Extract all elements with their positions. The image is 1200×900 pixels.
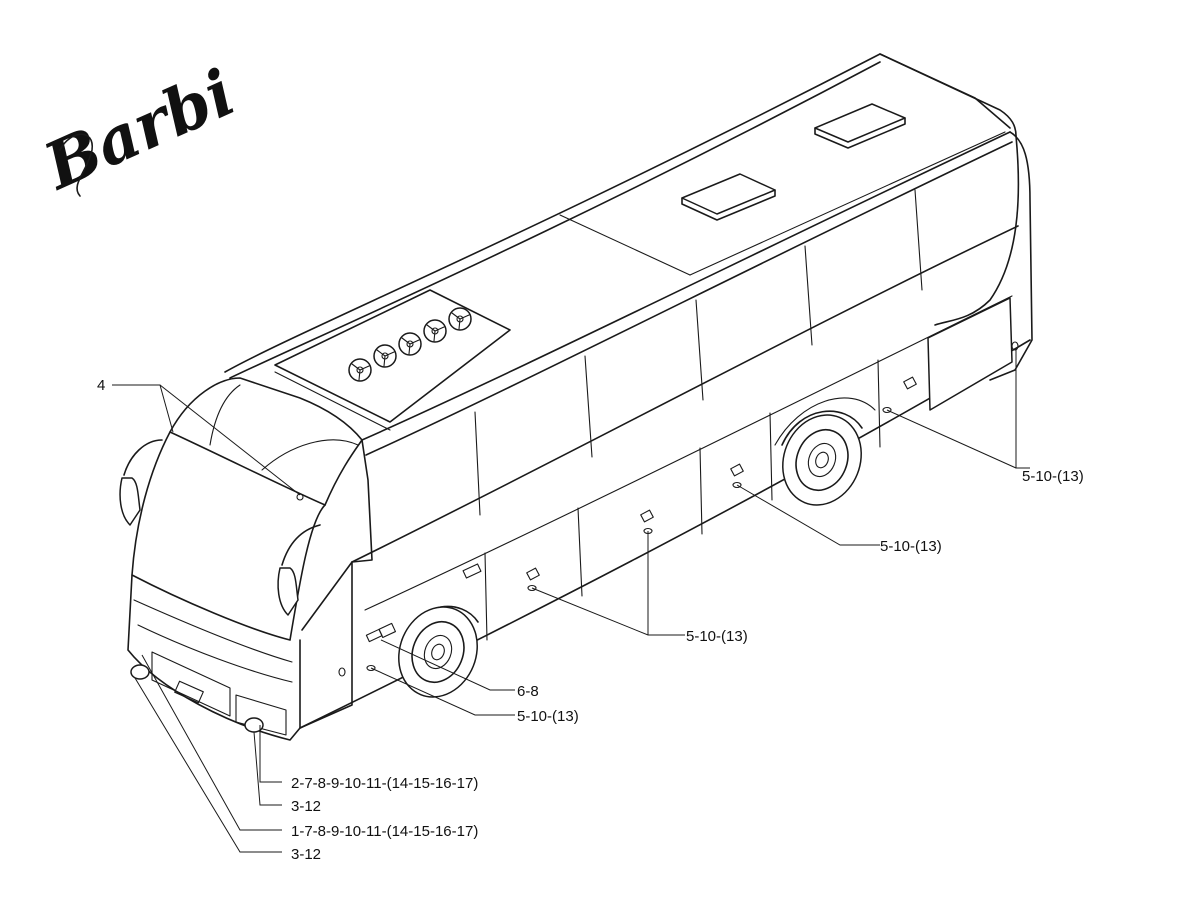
callout-left-fog-lamp: 3-12: [291, 846, 321, 863]
callout-rear-axle-compartment: 5-10-(13): [880, 538, 942, 555]
callout-left-headlamp: 1-7-8-9-10-11-(14-15-16-17): [291, 823, 478, 840]
rear-wheel: [781, 410, 863, 506]
svg-text:Barbi: Barbi: [32, 55, 246, 205]
brand-logo: Barbi: [32, 55, 246, 205]
callout-labels: 4 5-10-(13) 5-10-(13) 5-10-(13) 6-8 5-10…: [97, 377, 1084, 863]
callout-right-headlamp: 2-7-8-9-10-11-(14-15-16-17): [291, 775, 478, 792]
callout-rear-right-compartment: 5-10-(13): [1022, 468, 1084, 485]
front-wheel: [398, 605, 479, 698]
coach-side: [299, 131, 1033, 729]
callout-front-compartment: 5-10-(13): [517, 708, 579, 725]
leader-lines: [112, 350, 1030, 853]
callout-side-marker: 6-8: [517, 683, 539, 700]
roof-fans: [348, 307, 472, 382]
coach-front: [119, 377, 373, 741]
coach-roof: [224, 53, 1017, 431]
callout-right-fog-lamp: 3-12: [291, 798, 321, 815]
callout-mid-compartment: 5-10-(13): [686, 628, 748, 645]
callout-4: 4: [97, 377, 105, 394]
